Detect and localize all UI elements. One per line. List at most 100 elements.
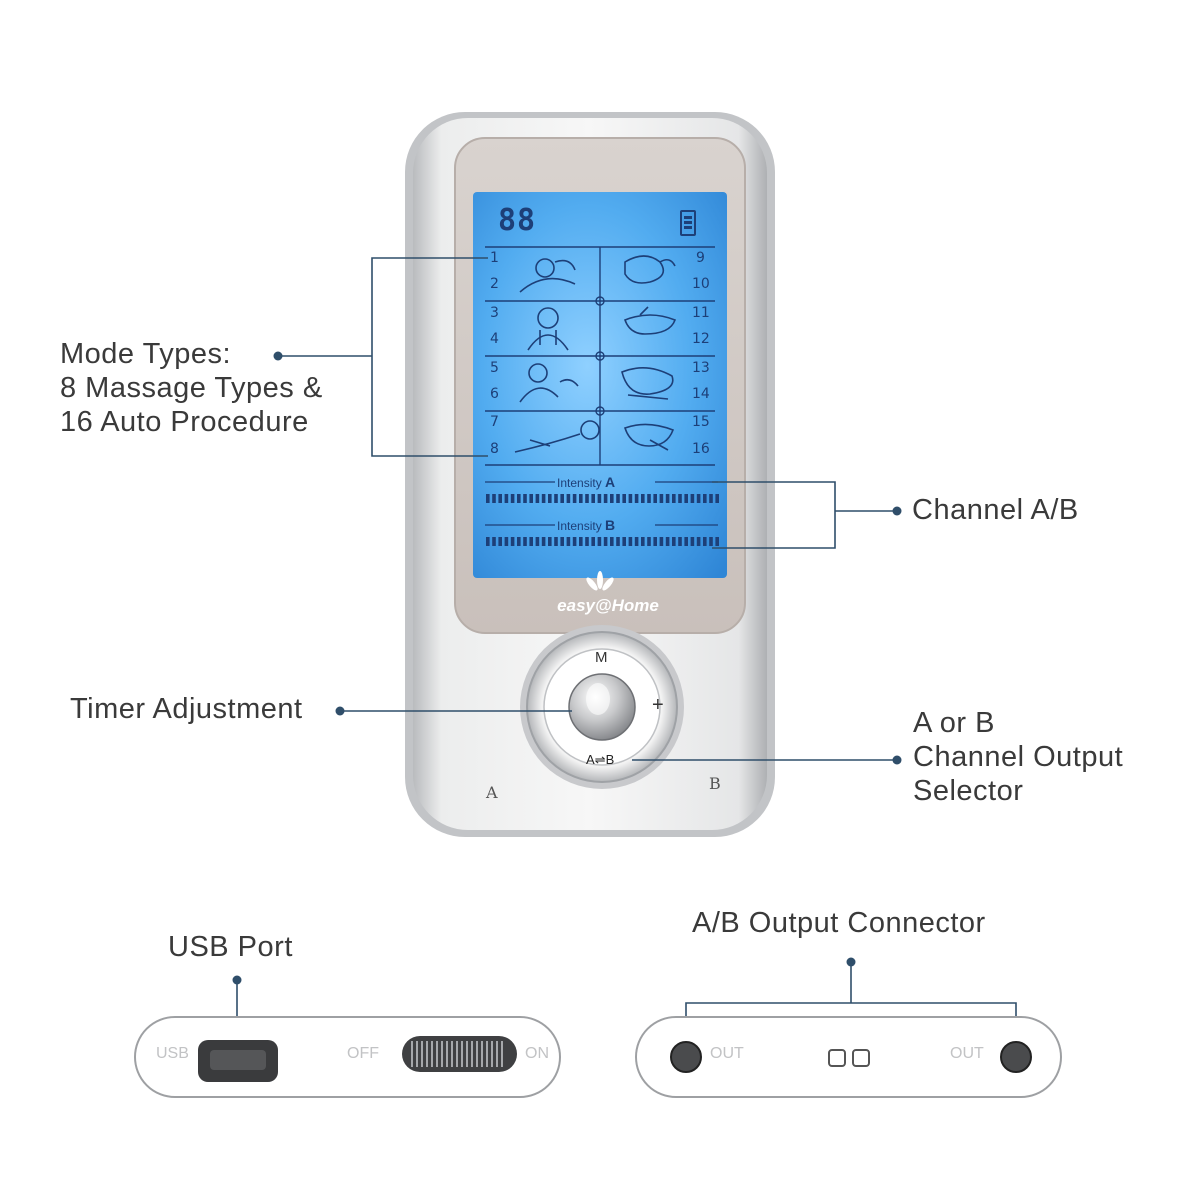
foot-massage-icon bbox=[624, 255, 676, 284]
intensity-segment bbox=[634, 494, 639, 503]
intensity-segment bbox=[498, 494, 502, 503]
intensity-segment bbox=[504, 494, 509, 503]
intensity-segment bbox=[597, 494, 602, 503]
intensity-segment bbox=[684, 537, 688, 546]
on-label: ON bbox=[525, 1045, 549, 1062]
intensity-segment bbox=[610, 494, 614, 503]
intensity-segment bbox=[535, 494, 540, 503]
intensity-segment bbox=[585, 494, 589, 503]
usb-port-inner bbox=[210, 1050, 266, 1070]
intensity-segment bbox=[510, 494, 515, 503]
intensity-segment bbox=[647, 494, 651, 503]
intensity-segment bbox=[641, 537, 645, 546]
intensity-segment bbox=[634, 537, 639, 546]
intensity-segment bbox=[622, 494, 626, 503]
callout-dots bbox=[232, 351, 902, 985]
power-switch[interactable] bbox=[402, 1036, 517, 1072]
mode-number: 7 bbox=[490, 414, 499, 430]
output-connector-callout: A/B Output Connector bbox=[692, 907, 986, 939]
intensity-segment bbox=[554, 494, 558, 503]
selector-callout: A or B Channel Output Selector bbox=[913, 707, 1124, 807]
intensity-segment bbox=[517, 537, 521, 546]
intensity-segment bbox=[628, 537, 633, 546]
indicator-right-icon bbox=[852, 1049, 870, 1067]
intensity-segment bbox=[597, 537, 602, 546]
intensity-segment bbox=[709, 494, 713, 503]
intensity-segment bbox=[510, 537, 515, 546]
mode-number: 16 bbox=[692, 441, 710, 457]
intensity-segment bbox=[665, 537, 670, 546]
intensity-segment bbox=[659, 537, 664, 546]
intensity-segment bbox=[529, 494, 533, 503]
intensity-segment bbox=[541, 494, 546, 503]
mode-number: 13 bbox=[692, 360, 710, 376]
intensity-segment bbox=[690, 494, 695, 503]
intensity-segment bbox=[548, 537, 552, 546]
intensity-segment bbox=[703, 494, 707, 503]
intensity-segment bbox=[486, 494, 490, 503]
intensity-segment bbox=[529, 537, 533, 546]
arm-massage-icon bbox=[623, 306, 677, 335]
intensity-segment bbox=[548, 494, 552, 503]
intensity-segment bbox=[703, 537, 707, 546]
plus-button-label[interactable]: + bbox=[652, 694, 664, 716]
mode-number: 11 bbox=[692, 305, 710, 321]
output-jack-a-icon bbox=[670, 1041, 702, 1073]
mode-number: 2 bbox=[490, 276, 499, 292]
brand-logo: easy@Home bbox=[557, 571, 659, 615]
lying-massage-icon bbox=[514, 420, 600, 453]
mode-types-callout: Mode Types: 8 Massage Types & 16 Auto Pr… bbox=[60, 338, 323, 438]
channel-ab-callout: Channel A/B bbox=[912, 494, 1079, 526]
intensity-segment bbox=[610, 537, 614, 546]
knob-highlight bbox=[586, 683, 610, 715]
mode-number: 4 bbox=[490, 331, 499, 347]
off-label: OFF bbox=[347, 1045, 379, 1062]
intensity-segment bbox=[579, 494, 583, 503]
mode-number: 15 bbox=[692, 414, 710, 430]
mode-number: 1 bbox=[490, 250, 499, 266]
brand-flower-icon bbox=[586, 571, 614, 591]
intensity-segment bbox=[603, 494, 608, 503]
intensity-segment bbox=[492, 537, 496, 546]
intensity-segment bbox=[715, 494, 719, 503]
mode-number: 9 bbox=[696, 250, 705, 266]
intensity-lines bbox=[485, 481, 718, 526]
intensity-segment bbox=[616, 537, 620, 546]
intensity-segment bbox=[504, 537, 509, 546]
intensity-segment bbox=[566, 537, 571, 546]
intensity-segment bbox=[653, 494, 657, 503]
intensity-segment bbox=[541, 537, 546, 546]
intensity-segment bbox=[535, 537, 540, 546]
intensity-segment bbox=[622, 537, 626, 546]
intensity-segment bbox=[523, 537, 527, 546]
intensity-segment bbox=[492, 494, 496, 503]
intensity-segment bbox=[709, 537, 713, 546]
intensity-segment bbox=[591, 537, 595, 546]
lcd-grid bbox=[485, 246, 715, 466]
mode-number: 8 bbox=[490, 441, 499, 457]
intensity-segment bbox=[572, 537, 577, 546]
mode-button-label[interactable]: M bbox=[595, 649, 608, 666]
usb-port-callout: USB Port bbox=[168, 931, 293, 963]
intensity-a-bar bbox=[486, 494, 719, 503]
intensity-segment bbox=[554, 537, 558, 546]
shoulder-massage-icon bbox=[519, 363, 579, 403]
intensity-segment bbox=[591, 494, 595, 503]
usb-label: USB bbox=[156, 1045, 189, 1062]
lcd-digits: 88 bbox=[498, 203, 537, 238]
out-right-label: OUT bbox=[950, 1045, 984, 1062]
mode-number: 12 bbox=[692, 331, 710, 347]
intensity-segment bbox=[585, 537, 589, 546]
mode-number: 14 bbox=[692, 386, 710, 402]
bottom-right-panel bbox=[635, 1016, 1062, 1098]
intensity-segment bbox=[628, 494, 633, 503]
intensity-segment bbox=[603, 537, 608, 546]
mode-number: 5 bbox=[490, 360, 499, 376]
intensity-segment bbox=[566, 494, 571, 503]
intensity-segment bbox=[672, 537, 676, 546]
intensity-segment bbox=[572, 494, 577, 503]
timer-adjustment-callout: Timer Adjustment bbox=[70, 693, 303, 725]
power-switch-ridges bbox=[411, 1041, 503, 1067]
channel-switch-label[interactable]: A⇌B bbox=[586, 752, 615, 767]
